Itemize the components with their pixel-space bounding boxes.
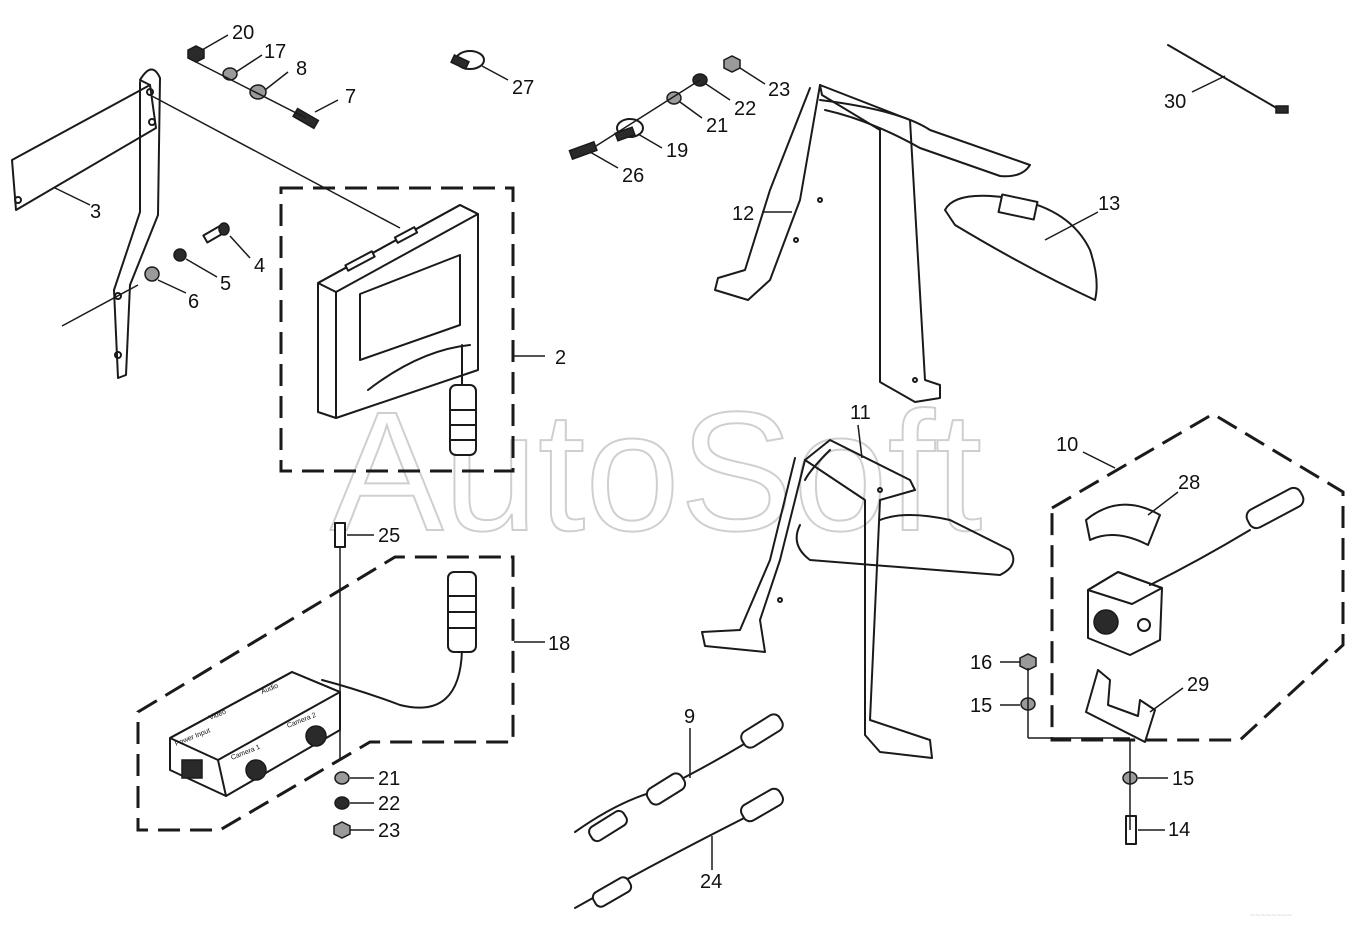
callout-22-upper: 22 bbox=[734, 98, 756, 120]
cover-13 bbox=[944, 193, 1098, 301]
callout-6: 6 bbox=[188, 291, 199, 313]
nut-23 bbox=[333, 821, 351, 839]
camera-hood-28 bbox=[1085, 503, 1161, 546]
interface-module: Power Input Video Audio Camera 1 Camera … bbox=[169, 671, 341, 797]
module-cable bbox=[321, 571, 477, 709]
camera-body bbox=[1087, 571, 1163, 656]
callout-19: 19 bbox=[666, 140, 688, 162]
callout-12: 12 bbox=[732, 203, 754, 225]
watermark-text: AutoSoft bbox=[330, 377, 982, 567]
callout-17: 17 bbox=[264, 41, 286, 63]
callout-11: 11 bbox=[850, 402, 871, 424]
camera-assembly-box bbox=[1050, 412, 1345, 742]
washer-22 bbox=[334, 796, 350, 810]
callout-21-lower: 21 bbox=[378, 768, 400, 790]
footer-code: ~~~~~~~~ bbox=[1250, 910, 1292, 920]
washer-17 bbox=[222, 67, 238, 81]
bolt-14 bbox=[1125, 815, 1137, 845]
cable-tie-30 bbox=[1167, 44, 1281, 111]
bracket-11 bbox=[701, 439, 1015, 759]
bolt-26 bbox=[568, 140, 598, 161]
callout-28: 28 bbox=[1178, 472, 1200, 494]
callout-22-lower: 22 bbox=[378, 793, 400, 815]
camera-1-port bbox=[245, 759, 267, 781]
callout-8: 8 bbox=[296, 58, 307, 80]
callout-9: 9 bbox=[684, 706, 695, 728]
callout-18: 18 bbox=[548, 633, 570, 655]
callout-25: 25 bbox=[378, 525, 400, 547]
cable-clip-27 bbox=[450, 50, 485, 71]
callout-13: 13 bbox=[1098, 193, 1120, 215]
washer-6 bbox=[144, 266, 160, 282]
camera-cable bbox=[1149, 486, 1305, 586]
monitor-bracket bbox=[11, 68, 161, 379]
interface-module-box bbox=[136, 555, 515, 832]
callout-24: 24 bbox=[700, 871, 722, 893]
callout-27: 27 bbox=[512, 77, 534, 99]
monitor-cable-connector bbox=[449, 344, 477, 456]
washer-5 bbox=[173, 248, 187, 262]
monitor-display bbox=[317, 204, 479, 419]
monitor-assembly-box bbox=[279, 186, 515, 473]
camera-bracket-29 bbox=[1085, 669, 1156, 743]
power-input-port bbox=[181, 759, 203, 779]
cable-24 bbox=[574, 787, 784, 909]
cable-9 bbox=[574, 713, 784, 843]
callout-15-upper: 15 bbox=[970, 695, 992, 717]
callout-23-upper: 23 bbox=[768, 79, 790, 101]
callout-7: 7 bbox=[345, 86, 356, 108]
callout-2: 2 bbox=[555, 347, 566, 369]
callout-21-upper: 21 bbox=[706, 115, 728, 137]
callout-20: 20 bbox=[232, 22, 254, 44]
callout-26: 26 bbox=[622, 165, 644, 187]
callout-4: 4 bbox=[254, 255, 265, 277]
clamp-19 bbox=[614, 118, 644, 142]
callout-23-lower: 23 bbox=[378, 820, 400, 842]
callout-30: 30 bbox=[1164, 91, 1186, 113]
callout-10: 10 bbox=[1056, 434, 1078, 456]
callout-29: 29 bbox=[1187, 674, 1209, 696]
nut-20 bbox=[187, 45, 205, 63]
bolt-4 bbox=[202, 222, 230, 244]
callout-3: 3 bbox=[90, 201, 101, 223]
cable-tie-head bbox=[1275, 105, 1289, 114]
washer-21 bbox=[334, 771, 350, 785]
nut-16 bbox=[1019, 653, 1037, 671]
callout-14: 14 bbox=[1168, 819, 1190, 841]
bracket-12 bbox=[714, 84, 1031, 403]
bolt-25 bbox=[334, 522, 346, 548]
callout-5: 5 bbox=[220, 273, 231, 295]
callout-16: 16 bbox=[970, 652, 992, 674]
callout-15-lower: 15 bbox=[1172, 768, 1194, 790]
camera-2-port bbox=[305, 725, 327, 747]
nut-23-top bbox=[723, 55, 741, 73]
